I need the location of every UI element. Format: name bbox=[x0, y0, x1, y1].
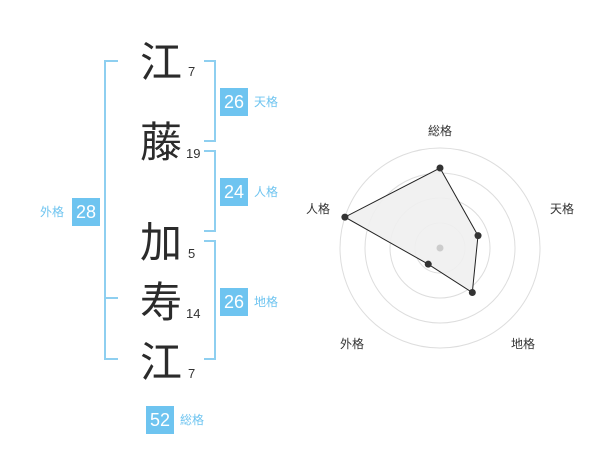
axis-label-chikaku: 地格 bbox=[511, 337, 536, 351]
tenkaku-bracket bbox=[204, 60, 216, 142]
axis-label-gaikaku: 外格 bbox=[340, 337, 365, 351]
stroke-count-5: 7 bbox=[188, 366, 196, 381]
gaikaku-label: 外格 bbox=[40, 205, 65, 219]
stroke-count-1: 7 bbox=[188, 64, 196, 79]
axis-label-soukaku: 総格 bbox=[428, 124, 453, 138]
soukaku-label: 総格 bbox=[180, 413, 205, 427]
radar-point bbox=[436, 164, 444, 172]
radar-ring bbox=[339, 147, 541, 349]
radar-center bbox=[436, 244, 444, 252]
radar-polygon bbox=[343, 167, 479, 294]
radar-points bbox=[341, 164, 482, 296]
axis-label-tenkaku: 天格 bbox=[550, 202, 575, 216]
jinkaku-bracket bbox=[204, 150, 216, 232]
jinkaku-label: 人格 bbox=[254, 185, 279, 199]
stroke-count-4: 14 bbox=[186, 306, 201, 321]
surname-char-2: 藤 bbox=[140, 118, 183, 167]
gaikaku-bracket-tick bbox=[106, 297, 118, 299]
stroke-count-2: 19 bbox=[186, 146, 201, 161]
chikaku-bracket bbox=[204, 240, 216, 360]
stroke-count-3: 5 bbox=[188, 246, 196, 261]
tenkaku-value: 26 bbox=[220, 88, 248, 116]
chikaku-value: 26 bbox=[220, 288, 248, 316]
given-char-1: 加 bbox=[140, 218, 183, 267]
radar-point bbox=[474, 232, 482, 240]
axis-label-jinkaku: 人格 bbox=[306, 202, 331, 216]
gaikaku-bracket bbox=[104, 60, 118, 360]
given-char-2: 寿 bbox=[140, 278, 183, 327]
radar-point bbox=[341, 213, 349, 221]
chikaku-label: 地格 bbox=[254, 295, 279, 309]
radar-point bbox=[424, 260, 432, 268]
tenkaku-label: 天格 bbox=[254, 95, 279, 109]
jinkaku-value: 24 bbox=[220, 178, 248, 206]
gaikaku-value: 28 bbox=[72, 198, 100, 226]
radar-point bbox=[468, 288, 476, 296]
soukaku-value: 52 bbox=[146, 406, 174, 434]
given-char-3: 江 bbox=[140, 338, 183, 387]
surname-char-1: 江 bbox=[140, 38, 183, 87]
